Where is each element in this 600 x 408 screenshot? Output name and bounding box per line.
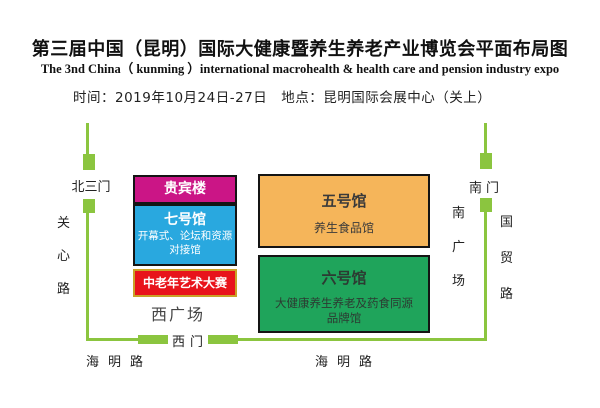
- street-label-haiming-road-left: 海明路: [86, 355, 153, 370]
- road-segment-right-top: [484, 123, 487, 155]
- hall-5-name: 五号馆: [321, 192, 367, 210]
- west-gate-label: 西门: [172, 335, 209, 350]
- hall-6-desc-line2: 品牌馆: [326, 311, 362, 325]
- hall-7-desc-line1: 开幕式、论坛和资源: [137, 230, 233, 242]
- plaza-label-west-plaza: 西广场: [151, 305, 206, 324]
- road-segment-left-top: [86, 123, 89, 155]
- building-hall-5: 五号馆 养生食品馆: [258, 174, 430, 248]
- gate-marker-south-lower: [480, 198, 492, 212]
- hall-7-name: 七号馆: [164, 212, 206, 228]
- north-gate-label: 北三门: [71, 180, 111, 195]
- hall-6-desc: 大健康养生养老及药食同源 品牌馆: [260, 296, 428, 326]
- building-hall-7: 七号馆 开幕式、论坛和资源 对接馆: [133, 204, 237, 266]
- hall-6-name: 六号馆: [321, 269, 367, 287]
- event-date-location: 时间：2019年10月24日-27日 地点：昆明国际会展中心（关上）: [73, 90, 492, 106]
- gate-marker-north-lower: [83, 199, 95, 213]
- road-segment-bottom-right: [238, 338, 487, 341]
- gate-marker-south-upper: [480, 153, 492, 169]
- south-gate-label: 南门: [468, 181, 503, 196]
- road-segment-right-main: [484, 212, 487, 341]
- street-label-haiming-road-right: 海明路: [315, 355, 382, 370]
- building-vip-tower: 贵宾楼: [133, 175, 237, 204]
- road-segment-bottom-left: [86, 338, 139, 341]
- west-gate-bar-right: [208, 335, 238, 344]
- building-hall-6: 六号馆 大健康养生养老及药食同源 品牌馆: [258, 255, 430, 333]
- hall-7-desc-line2: 对接馆: [169, 244, 201, 256]
- west-gate-bar-left: [138, 335, 168, 344]
- road-segment-left-main: [86, 212, 89, 341]
- plaza-label-south-plaza: 南广场: [451, 206, 465, 289]
- street-label-guomao-road: 国贸路: [499, 215, 513, 302]
- gate-marker-north-upper: [83, 154, 95, 170]
- page-title: 第三届中国（昆明）国际大健康暨养生养老产业博览会平面布局图: [31, 39, 569, 60]
- page-subtitle-english: The 3nd China（ kunming ）international ma…: [40, 62, 560, 76]
- street-label-guanxin-road: 关心路: [56, 216, 70, 297]
- vip-tower-name: 贵宾楼: [164, 181, 206, 197]
- hall-5-desc: 养生食品馆: [313, 221, 374, 235]
- hall-6-desc-line1: 大健康养生养老及药食同源: [275, 296, 413, 310]
- art-contest-name: 中老年艺术大赛: [142, 276, 227, 290]
- building-art-contest: 中老年艺术大赛: [133, 269, 237, 297]
